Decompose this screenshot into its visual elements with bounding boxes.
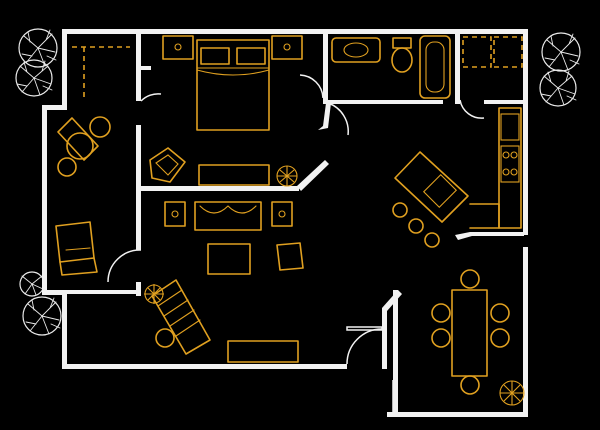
tree-left-lower xyxy=(22,296,62,336)
kitchen xyxy=(392,107,522,248)
toilet-tank xyxy=(392,37,412,49)
kitchen-island xyxy=(394,151,469,223)
sofa xyxy=(194,201,262,231)
vanity-sink xyxy=(331,37,381,63)
dresser xyxy=(198,164,270,186)
door-hall-swing xyxy=(327,102,349,136)
living-armchair xyxy=(276,242,304,271)
end-table-left xyxy=(164,201,186,227)
nightstand-left xyxy=(162,35,194,60)
tv-stand xyxy=(227,340,299,363)
washer xyxy=(462,36,492,68)
bedroom-furniture xyxy=(149,35,303,187)
tree-left-upper xyxy=(19,271,45,297)
study-furniture xyxy=(55,116,111,276)
bathtub xyxy=(419,35,451,99)
toilet-bowl xyxy=(391,47,413,73)
kitchen-counter-lower xyxy=(469,203,500,229)
door-bedroom-left-swing xyxy=(140,93,162,102)
tree-top-left xyxy=(18,28,58,68)
closet-shelves xyxy=(72,46,130,100)
fridge xyxy=(500,113,520,141)
coffee-table xyxy=(207,243,251,275)
end-table-right xyxy=(271,201,293,227)
dryer xyxy=(493,36,523,68)
tree-top-right xyxy=(541,32,581,72)
island-sink xyxy=(422,173,458,209)
door-kitchen-swing xyxy=(459,99,485,119)
stove xyxy=(500,145,520,183)
laundry xyxy=(462,36,523,68)
door-bedroom-swing xyxy=(299,74,324,99)
tree-right xyxy=(539,69,577,107)
door-lower-left-swing xyxy=(107,249,142,283)
bed xyxy=(196,39,270,131)
dining-table xyxy=(451,289,488,377)
dining-room xyxy=(431,269,525,406)
tree-top-left-2 xyxy=(15,59,53,97)
living-room xyxy=(144,201,304,363)
nightstand-right xyxy=(271,35,303,60)
bathroom-fixtures xyxy=(331,35,451,99)
walls xyxy=(42,29,528,417)
armchair xyxy=(149,147,186,183)
stair-shelf xyxy=(151,279,211,355)
door-entry-swing xyxy=(346,328,383,365)
doors xyxy=(107,74,485,412)
kitchen-counter xyxy=(498,107,522,229)
door-entry-leaf xyxy=(346,326,383,331)
